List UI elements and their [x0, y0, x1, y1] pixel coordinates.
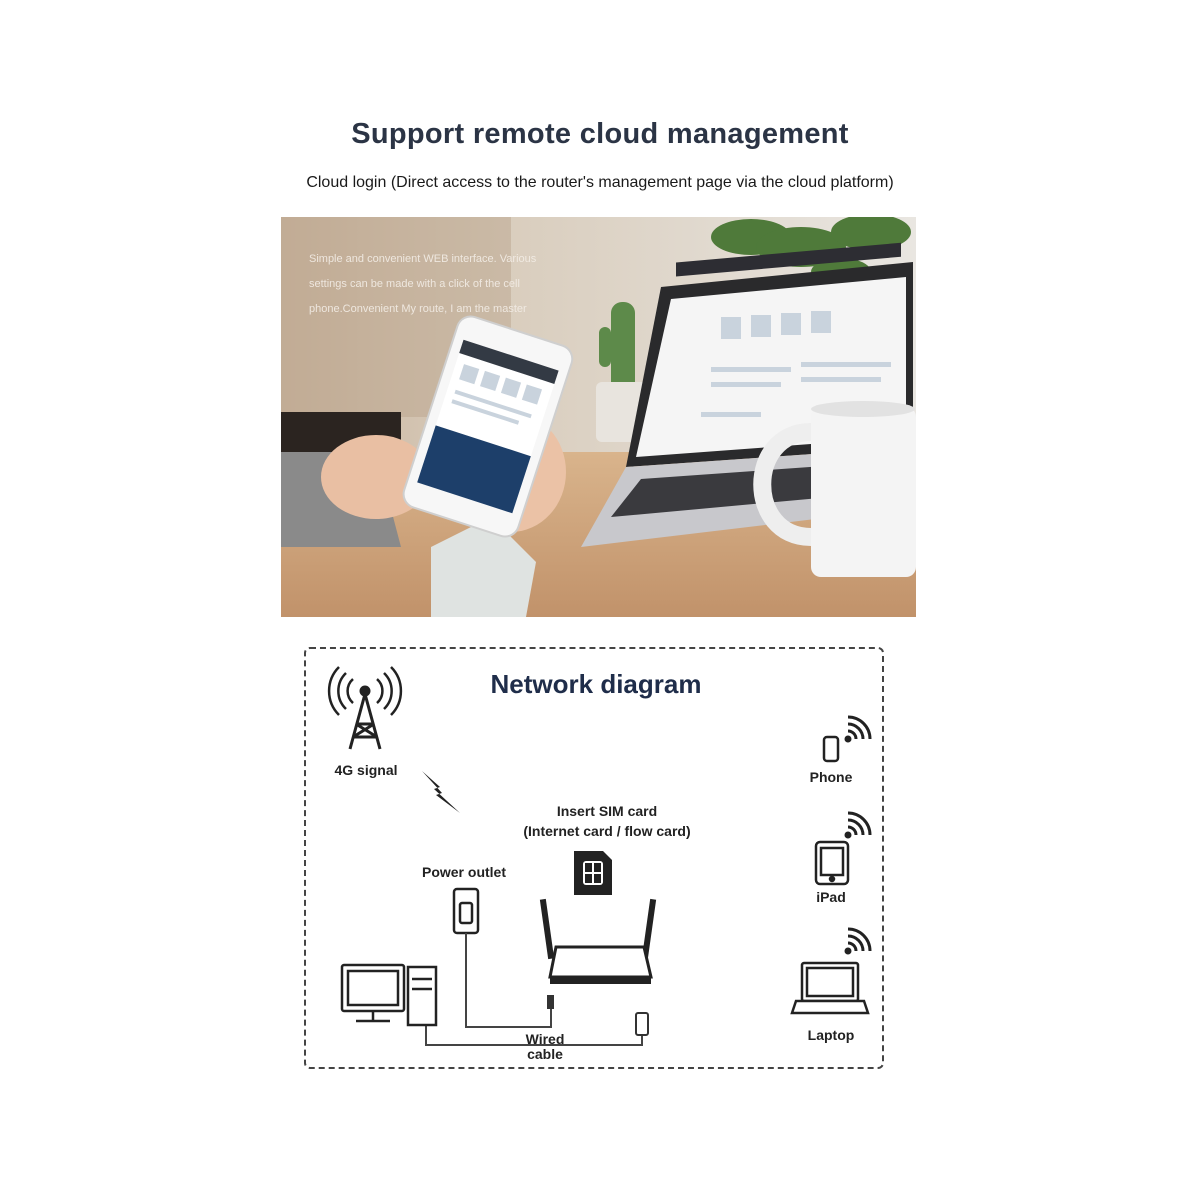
router-icon — [539, 898, 657, 984]
cable-label-line: Wired — [525, 1031, 565, 1047]
cell-tower-icon — [327, 666, 403, 750]
diagram-artwork — [327, 666, 872, 1046]
lifestyle-photo: Simple and convenient WEB interface. Var… — [281, 217, 916, 617]
photo-caption-line: Simple and convenient WEB interface. Var… — [309, 253, 537, 265]
page-subtitle: Cloud login (Direct access to the router… — [306, 174, 894, 191]
tablet-icon — [814, 840, 850, 886]
cable-label-line: cable — [527, 1046, 563, 1062]
desktop-computer-icon — [340, 963, 438, 1027]
lightning-icon — [422, 771, 460, 813]
wifi-icon — [844, 715, 872, 743]
phone-label: Phone — [809, 769, 853, 785]
sim-label-line: (Internet card / flow card) — [523, 823, 691, 839]
wifi-icon — [844, 811, 872, 839]
phone-icon — [822, 735, 840, 763]
power-outlet-label: Power outlet — [421, 864, 506, 880]
diagram-title: Network diagram — [490, 669, 702, 699]
photo-caption: Simple and convenient WEB interface. Var… — [309, 247, 569, 322]
laptop-label: Laptop — [807, 1027, 855, 1043]
photo-illustration — [281, 217, 916, 617]
ipad-label: iPad — [816, 889, 846, 905]
network-diagram: Network diagram — [304, 647, 884, 1069]
ethernet-plug-icon — [635, 1012, 649, 1036]
page-title: Support remote cloud management — [351, 118, 849, 150]
wifi-icon — [844, 927, 872, 955]
cable-label: Wired cable — [516, 1032, 574, 1062]
sim-card-icon — [574, 851, 612, 895]
photo-caption-line: phone.Convenient My route, I am the mast… — [309, 303, 527, 315]
tower-label: 4G signal — [334, 762, 398, 778]
sim-label-line: Insert SIM card — [556, 803, 658, 819]
power-plug-icon — [547, 995, 554, 1009]
sim-label: Insert SIM card (Internet card / flow ca… — [482, 803, 732, 839]
power-adapter-icon — [452, 887, 480, 935]
laptop-icon — [790, 961, 870, 1015]
photo-caption-line: settings can be made with a click of the… — [309, 278, 520, 290]
